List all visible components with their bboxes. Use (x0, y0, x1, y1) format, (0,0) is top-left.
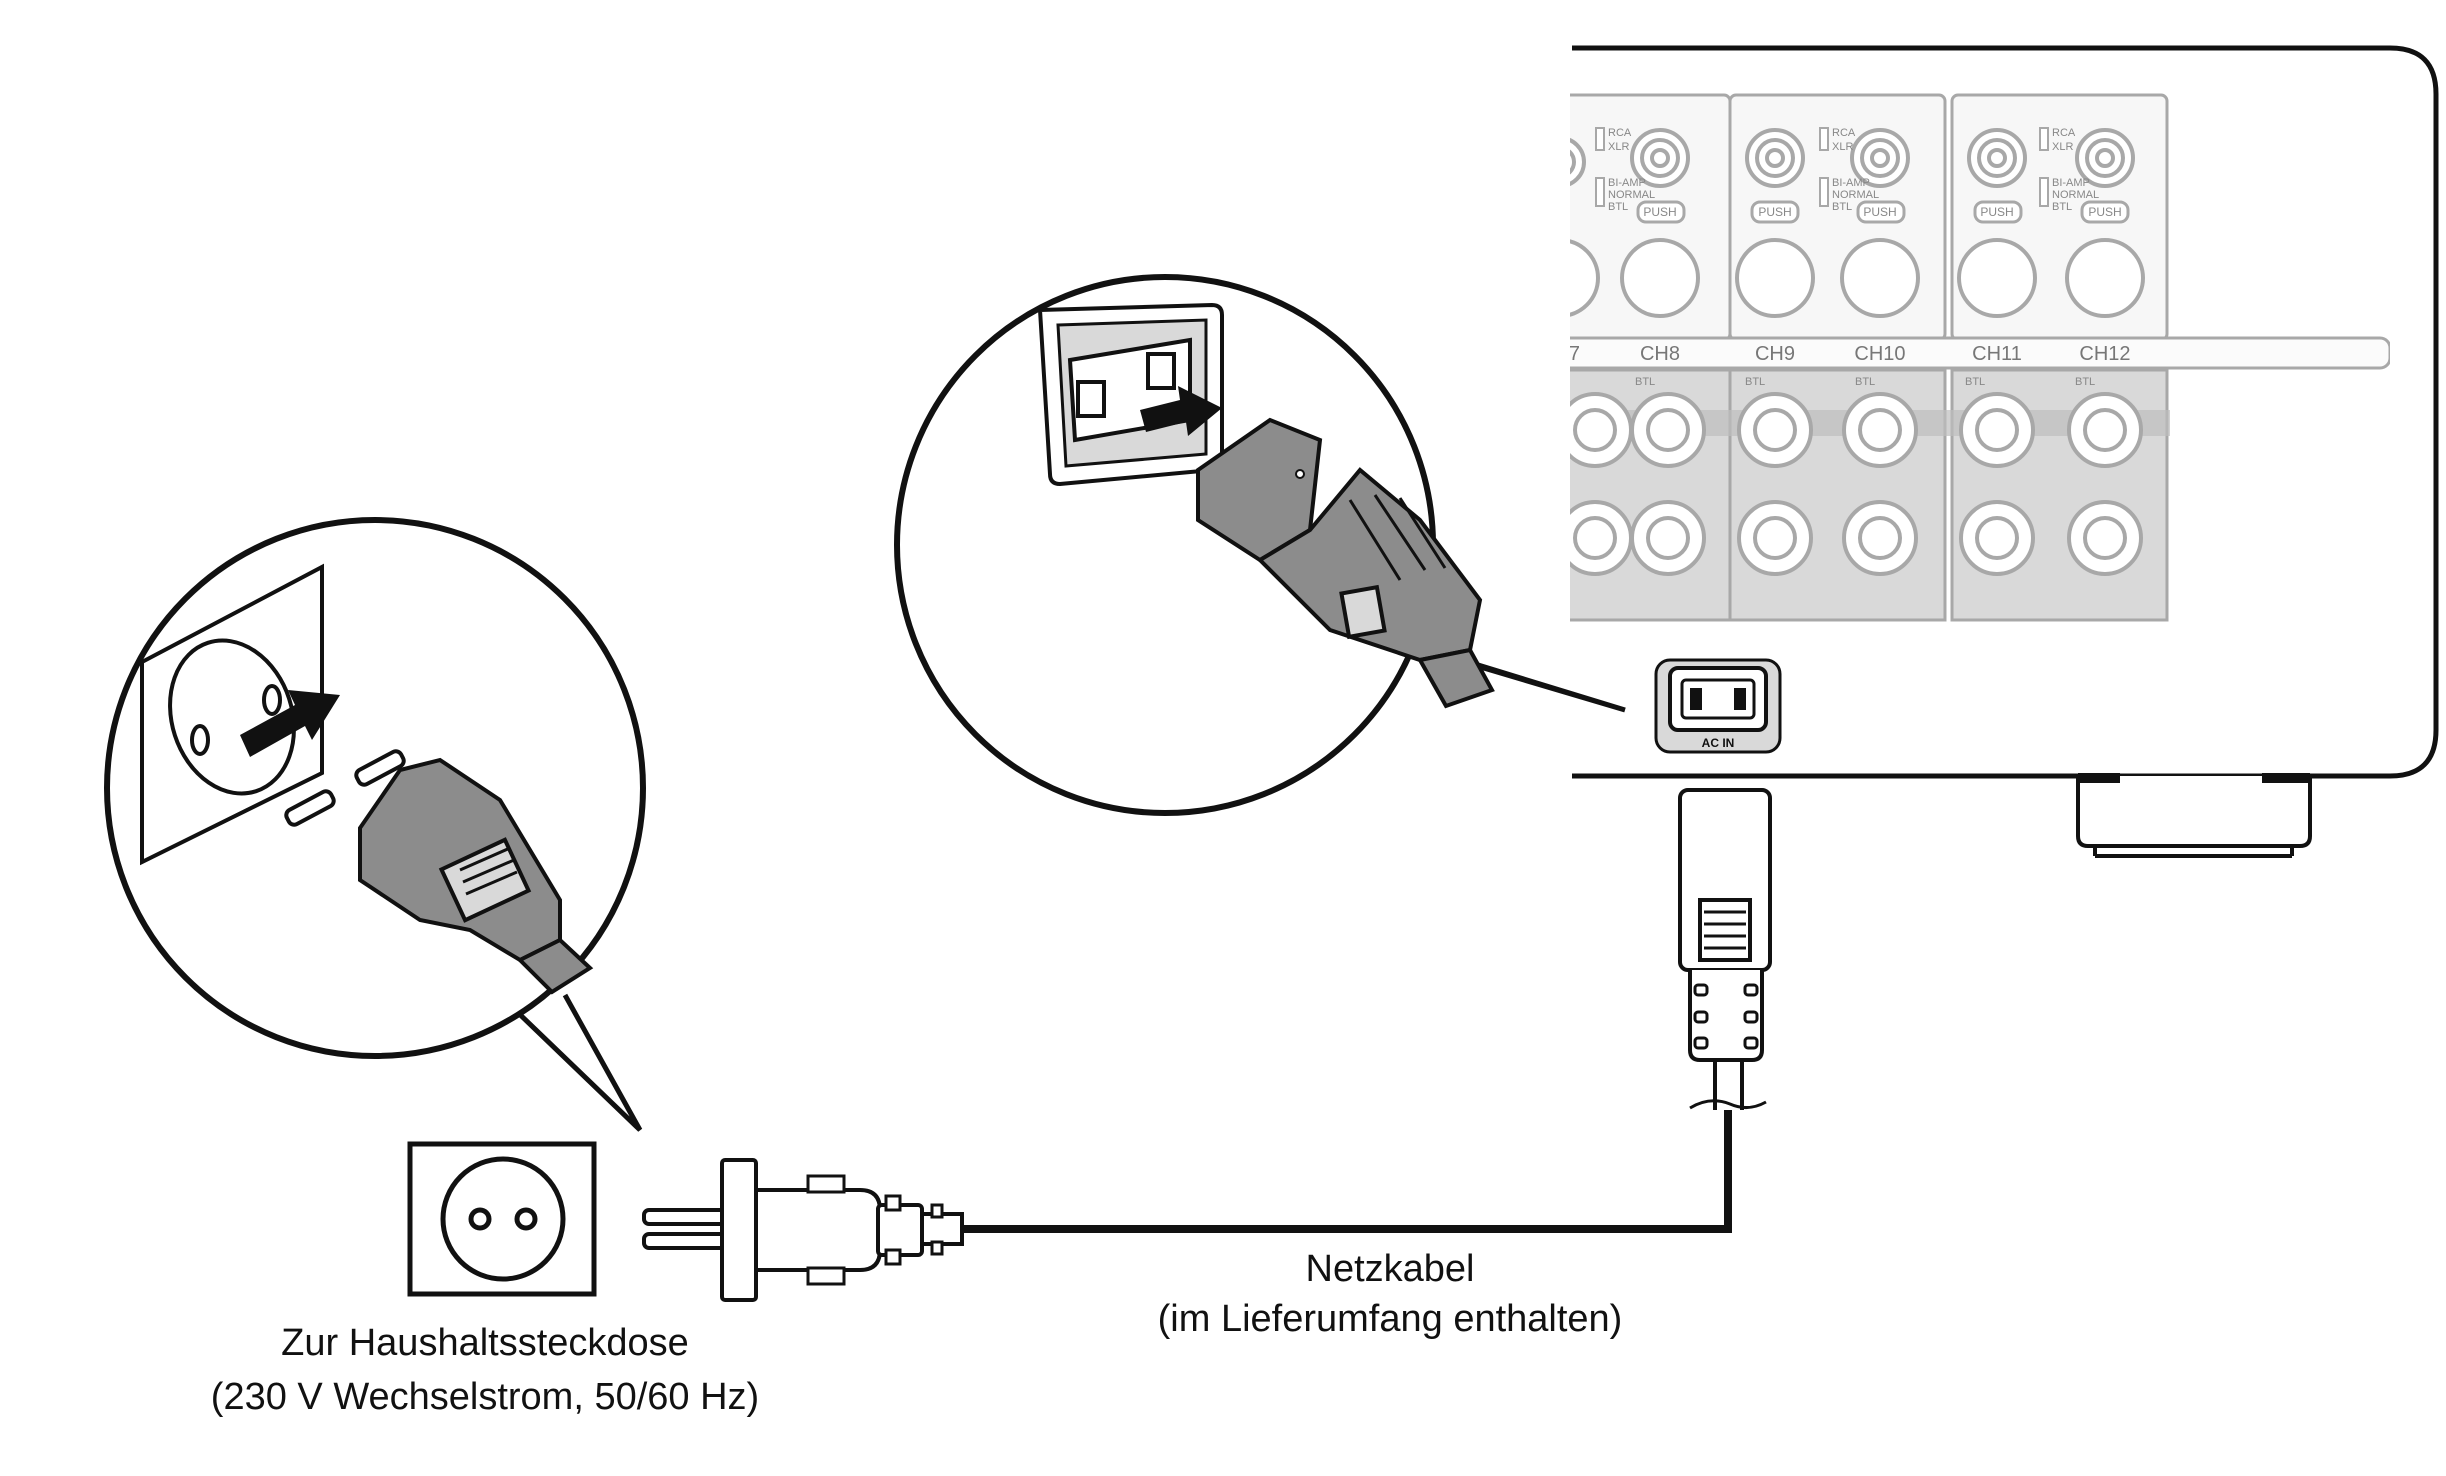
ac-in-label: AC IN (1702, 736, 1735, 750)
channel-label: CH7 (1540, 343, 1580, 365)
switch-rca-label: RCA (1608, 127, 1632, 139)
amplifier-rear-panel: RCA XLR BI-AMP NORMAL BTL RCA XLR BI-AMP… (1540, 45, 2439, 858)
cable-caption: Netzkabel (im Lieferumfang enthalten) (1080, 1246, 1700, 1343)
ac-in-socket: AC IN (1654, 658, 1782, 754)
channel-label: CH9 (1755, 343, 1795, 365)
switch-biamp-label: BI-AMP (1608, 177, 1646, 189)
switch-biamp-label: BI-AMP (1832, 177, 1870, 189)
switch-xlr-label: XLR (2052, 141, 2073, 153)
channel-label: CH12 (2079, 343, 2130, 365)
channel-label: CH10 (1854, 343, 1905, 365)
switch-xlr-label: XLR (1832, 141, 1853, 153)
switch-btl-label: BTL (1608, 201, 1628, 213)
power-cord (642, 788, 1772, 1302)
btl-label: BTL (1635, 376, 1655, 388)
switch-normal-label: NORMAL (1832, 189, 1879, 201)
device-foot (2076, 776, 2312, 848)
chassis-outline (1572, 45, 2439, 779)
channel-label: CH11 (1972, 343, 2022, 365)
push-label: PUSH (2088, 205, 2121, 219)
insert-arrow-icon (1140, 386, 1222, 436)
push-label: PUSH (1980, 205, 2013, 219)
outlet-caption: Zur Haushaltssteckdose (230 V Wechselstr… (160, 1320, 810, 1421)
schuko-plug (642, 1158, 964, 1302)
outlet-caption-line2: (230 V Wechselstrom, 50/60 Hz) (210, 1375, 760, 1418)
cable-caption-line1: Netzkabel (1305, 1248, 1475, 1290)
btl-label: BTL (1745, 376, 1765, 388)
iec-connector (1678, 788, 1772, 1062)
ac-in-zoom-callout (894, 274, 1626, 816)
btl-label: BTL (1965, 376, 1985, 388)
push-label: PUSH (1758, 205, 1791, 219)
switch-rca-label: RCA (1832, 127, 1856, 139)
switch-biamp-label: BI-AMP (2052, 177, 2090, 189)
cable-caption-line2: (im Lieferumfang enthalten) (1157, 1297, 1623, 1340)
switch-btl-label: BTL (2052, 201, 2072, 213)
wall-outlet (407, 1141, 597, 1297)
outlet-caption-line1: Zur Haushaltssteckdose (281, 1322, 689, 1364)
outlet-zoom-callout (104, 517, 646, 1132)
switch-normal-label: NORMAL (2052, 189, 2099, 201)
btl-label: BTL (1855, 376, 1875, 388)
push-label: PUSH (1643, 205, 1676, 219)
switch-xlr-label: XLR (1608, 141, 1629, 153)
switch-btl-label: BTL (1832, 201, 1852, 213)
iec-connector-zoomed (1196, 417, 1495, 709)
channel-panel: RCA XLR BI-AMP NORMAL BTL RCA XLR BI-AMP… (1540, 93, 2390, 622)
btl-label: BTL (2075, 376, 2095, 388)
schuko-plug-zoomed (284, 749, 594, 995)
insert-arrow-icon (240, 690, 340, 757)
switch-rca-label: RCA (2052, 127, 2076, 139)
push-label: PUSH (1863, 205, 1896, 219)
channel-label: CH8 (1640, 343, 1680, 365)
switch-normal-label: NORMAL (1608, 189, 1655, 201)
